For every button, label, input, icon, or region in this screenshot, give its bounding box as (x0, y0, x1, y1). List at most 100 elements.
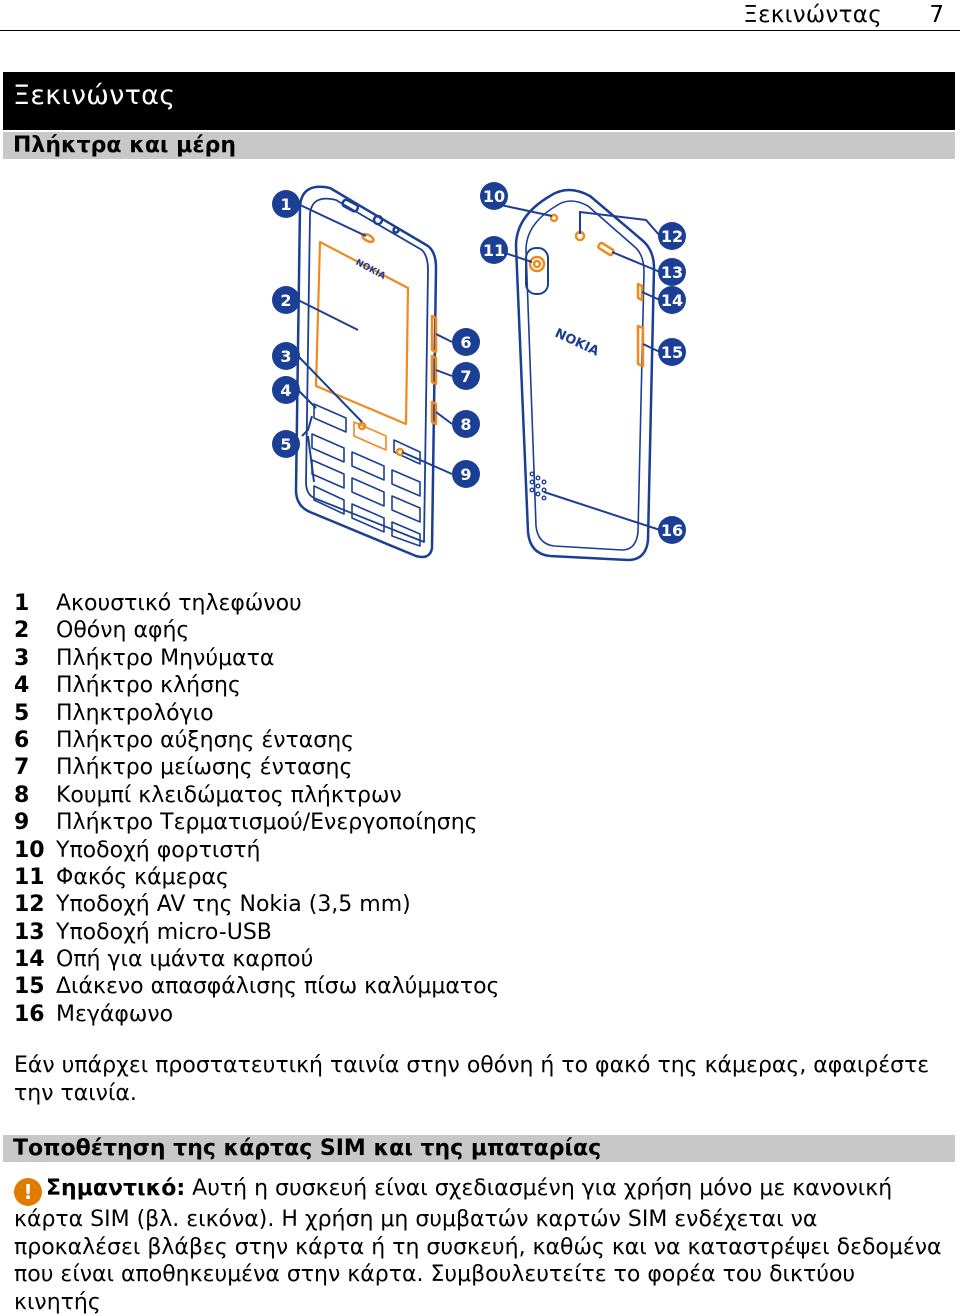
phone-parts-figure: NOKIA NOKIA (272, 182, 686, 562)
part-label: Διάκενο απασφάλισης πίσω καλύμματος (56, 974, 500, 1000)
protective-film-note: Εάν υπάρχει προστατευτική ταινία στην οθ… (14, 1053, 930, 1106)
list-item: 10 Υποδοχή φορτιστή (14, 837, 499, 864)
part-number: 6 (14, 727, 30, 753)
svg-text:2: 2 (280, 291, 291, 310)
page-number: 7 (929, 2, 944, 28)
svg-text:8: 8 (460, 415, 471, 434)
part-number: 14 (14, 947, 45, 973)
svg-text:4: 4 (280, 381, 291, 400)
list-item: 3 Πλήκτρο Μηνύματα (14, 645, 499, 672)
list-item: 11 Φακός κάμερας (14, 864, 499, 891)
list-item: 9 Πλήκτρο Τερματισμού/Ενεργοποίησης (14, 809, 499, 836)
section-heading-sim-battery: Τοποθέτηση της κάρτας SIM και της μπαταρ… (3, 1135, 955, 1162)
callout-6: 6 (452, 328, 480, 356)
svg-text:13: 13 (661, 263, 683, 282)
chapter-title: Ξεκινώντας (13, 80, 176, 111)
list-item: 4 Πλήκτρο κλήσης (14, 672, 499, 699)
callout-14: 14 (658, 286, 686, 314)
phone-back-illustration (514, 188, 656, 562)
part-number: 7 (14, 755, 30, 781)
callout-16: 16 (658, 516, 686, 544)
callout-3: 3 (272, 342, 300, 370)
part-number: 1 (14, 591, 30, 616)
chapter-heading-bar: Ξεκινώντας (3, 72, 955, 130)
callout-1: 1 (272, 190, 300, 218)
callout-2: 2 (272, 286, 300, 314)
svg-text:15: 15 (661, 343, 683, 362)
part-label: Οπή για ιμάντα καρπού (56, 947, 314, 973)
part-label: Πλήκτρο μείωσης έντασης (56, 755, 353, 781)
part-label: Πλήκτρο κλήσης (56, 673, 241, 699)
running-title: Ξεκινώντας (743, 2, 882, 28)
svg-text:10: 10 (483, 187, 505, 206)
svg-text:11: 11 (483, 241, 505, 260)
svg-text:7: 7 (460, 367, 471, 386)
part-number: 10 (14, 837, 45, 863)
phone-front-illustration (294, 185, 438, 559)
list-item: 5 Πληκτρολόγιο (14, 700, 499, 727)
section-title: Πλήκτρα και μέρη (13, 133, 237, 158)
callout-10: 10 (480, 182, 508, 210)
part-label: Πλήκτρο Μηνύματα (56, 645, 275, 671)
part-label: Ακουστικό τηλεφώνου (56, 591, 302, 616)
callout-12: 12 (658, 222, 686, 250)
part-label: Πληκτρολόγιο (56, 700, 214, 726)
part-number: 12 (14, 892, 45, 918)
callout-5: 5 (272, 430, 300, 458)
part-number: 3 (14, 645, 30, 671)
part-number: 4 (14, 673, 30, 699)
callout-7: 7 (452, 362, 480, 390)
callout-13: 13 (658, 258, 686, 286)
callout-4: 4 (272, 376, 300, 404)
list-item: 2 Οθόνη αφής (14, 617, 499, 644)
part-number: 11 (14, 864, 45, 890)
part-label: Υποδοχή AV της Nokia (3,5 mm) (56, 892, 411, 918)
list-item: 6 Πλήκτρο αύξησης έντασης (14, 727, 499, 754)
svg-text:5: 5 (280, 435, 291, 454)
part-label: Πλήκτρο αύξησης έντασης (56, 727, 355, 753)
important-text: Αυτή η συσκευή είναι σχεδιασμένη για χρή… (14, 1176, 942, 1315)
list-item: 8 Κουμπί κλειδώματος πλήκτρων (14, 782, 499, 809)
running-header: Ξεκινώντας 7 (0, 0, 960, 31)
part-number: 2 (14, 618, 30, 644)
svg-text:9: 9 (460, 465, 471, 484)
callout-leader-lines (297, 203, 661, 531)
list-item: 16 Μεγάφωνο (14, 1001, 499, 1028)
svg-text:6: 6 (460, 333, 471, 352)
part-label: Υποδοχή micro-USB (56, 919, 272, 945)
important-label: Σημαντικό: (46, 1176, 186, 1201)
callout-11: 11 (480, 236, 508, 264)
part-number: 15 (14, 974, 45, 1000)
part-number: 8 (14, 782, 30, 808)
part-label: Οθόνη αφής (56, 618, 190, 644)
svg-text:3: 3 (280, 347, 291, 366)
list-item: 1 Ακουστικό τηλεφώνου (14, 590, 499, 617)
part-label: Υποδοχή φορτιστή (56, 837, 261, 863)
svg-text:16: 16 (661, 521, 683, 540)
part-number: 5 (14, 700, 30, 726)
svg-text:14: 14 (661, 291, 683, 310)
part-label: Μεγάφωνο (56, 1001, 174, 1027)
front-brand-logo: NOKIA (354, 258, 387, 282)
part-number: 13 (14, 919, 45, 945)
important-notice: !Σημαντικό: Αυτή η συσκευή είναι σχεδιασ… (14, 1175, 944, 1316)
part-number: 16 (14, 1001, 45, 1027)
callout-9: 9 (452, 460, 480, 488)
list-item: 13 Υποδοχή micro-USB (14, 919, 499, 946)
svg-text:12: 12 (661, 227, 683, 246)
section-heading-keys-and-parts: Πλήκτρα και μέρη (3, 132, 955, 159)
back-brand-logo: NOKIA (552, 326, 601, 359)
part-number: 9 (14, 810, 30, 836)
list-item: 7 Πλήκτρο μείωσης έντασης (14, 754, 499, 781)
part-label: Φακός κάμερας (56, 864, 229, 890)
part-label: Πλήκτρο Τερματισμού/Ενεργοποίησης (56, 810, 478, 836)
list-item: 15 Διάκενο απασφάλισης πίσω καλύμματος (14, 973, 499, 1000)
warning-icon: ! (14, 1178, 42, 1206)
section-title: Τοποθέτηση της κάρτας SIM και της μπαταρ… (13, 1136, 602, 1161)
part-label: Κουμπί κλειδώματος πλήκτρων (56, 782, 402, 808)
callout-15: 15 (658, 338, 686, 366)
list-item: 12 Υποδοχή AV της Nokia (3,5 mm) (14, 891, 499, 918)
svg-text:1: 1 (280, 195, 291, 214)
list-item: 14 Οπή για ιμάντα καρπού (14, 946, 499, 973)
